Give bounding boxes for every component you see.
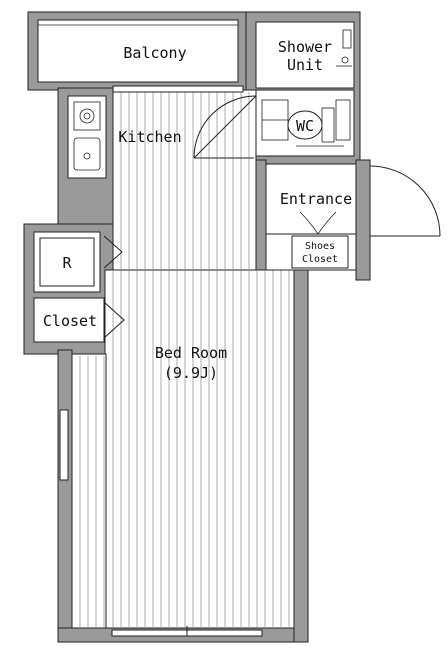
balcony: Balcony bbox=[37, 19, 239, 83]
right-lower-wall bbox=[293, 269, 309, 643]
bedroom-label-line1: Bed Room bbox=[155, 344, 227, 362]
bedroom-floor bbox=[71, 89, 295, 629]
balcony-label: Balcony bbox=[123, 44, 186, 62]
fridge-icon bbox=[39, 237, 95, 287]
kitchen-label: Kitchen bbox=[118, 128, 181, 146]
closet-label: Closet bbox=[43, 312, 97, 330]
wc-label: WC bbox=[296, 117, 314, 135]
wc-door bbox=[193, 95, 257, 159]
shoes-label-line1: Shoes bbox=[305, 241, 335, 252]
floor-stripes bbox=[79, 92, 290, 627]
refrigerator: R bbox=[33, 231, 123, 293]
shoes-closet bbox=[291, 235, 349, 269]
bottom-window bbox=[111, 626, 263, 637]
entrance-label: Entrance bbox=[280, 190, 352, 208]
closet: Closet bbox=[33, 297, 125, 343]
fridge-label: R bbox=[62, 254, 72, 272]
doors bbox=[193, 95, 441, 237]
entrance-door bbox=[369, 165, 441, 237]
wc-room: WC bbox=[255, 89, 355, 157]
shower-label-line1: Shower bbox=[278, 38, 332, 56]
left-floor-strip bbox=[71, 353, 107, 629]
entrance-right-wall bbox=[355, 159, 371, 281]
entrance: Entrance Shoes Closet bbox=[265, 163, 357, 271]
left-lower-wall bbox=[57, 349, 73, 643]
bedroom-label-line2: (9.9J) bbox=[164, 364, 218, 382]
shoes-label-line2: Closet bbox=[302, 254, 338, 265]
kitchen-counter: Kitchen bbox=[67, 95, 182, 179]
shower-faucet bbox=[342, 29, 352, 49]
left-window bbox=[59, 409, 69, 481]
balcony-window bbox=[112, 85, 244, 93]
bedroom-floor-area bbox=[104, 269, 295, 629]
shower-unit: Shower Unit bbox=[255, 21, 355, 89]
shower-label-line2: Unit bbox=[287, 56, 323, 74]
